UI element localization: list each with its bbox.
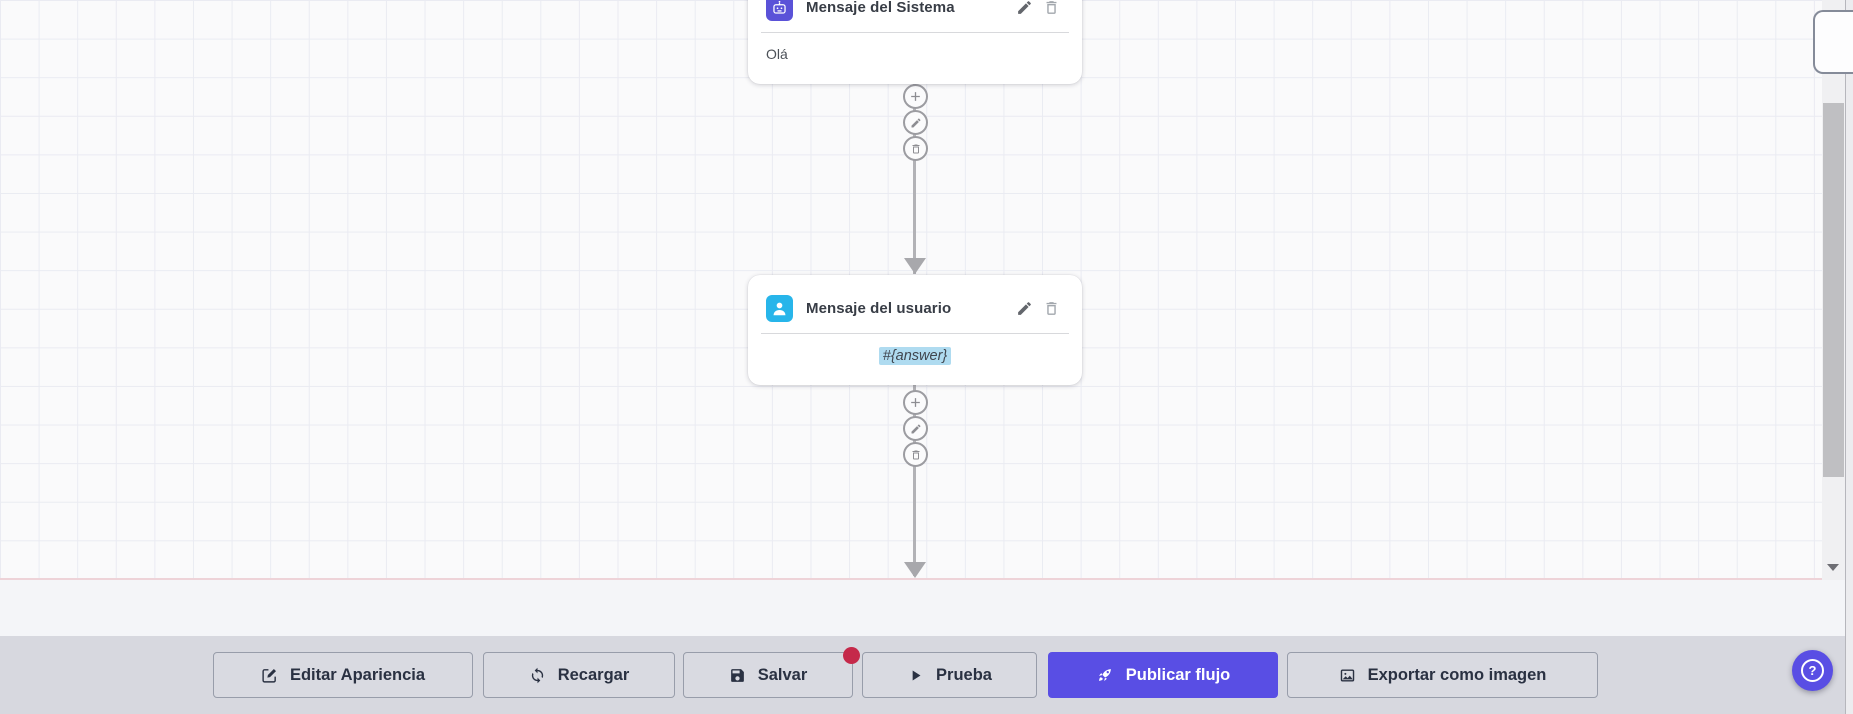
plus-icon [911,398,920,407]
connector-arrowhead [904,562,926,578]
delete-node-icon[interactable] [1043,300,1060,317]
connector-line [913,82,916,274]
delete-node-icon[interactable] [1043,0,1060,16]
connector-arrowhead [904,258,926,274]
button-label: Recargar [557,665,630,684]
button-label: Exportar como imagen [1367,665,1547,684]
pencil-icon [911,117,921,127]
connector-edit-button[interactable] [903,416,928,441]
edit-node-icon[interactable] [1016,0,1033,16]
user-icon [766,294,793,322]
node-card-system-message[interactable]: Mensaje del Sistema Olá [748,0,1082,84]
connector-line [913,385,916,576]
divider [761,32,1069,33]
pencil-icon [911,423,921,433]
node-card-header: Mensaje del Sistema [748,0,1082,21]
connector-edit-button[interactable] [903,110,928,135]
publish-flow-button[interactable]: Publicar flujo [1048,652,1278,698]
trash-icon [912,144,919,153]
button-label: Salvar [757,665,808,684]
export-image-button[interactable]: Exportar como imagen [1287,652,1598,698]
save-icon [730,668,744,682]
edit-square-icon [262,668,276,683]
canvas-controls-panel[interactable] [1813,10,1853,74]
node-content: Olá [766,46,788,62]
robot-icon [766,0,793,21]
save-button[interactable]: Salvar [683,647,860,698]
plus-icon [911,92,920,101]
reload-button[interactable]: Recargar [483,652,675,698]
flow-canvas[interactable]: Mensaje del Sistema Olá [0,0,1853,580]
bottom-toolbar: Editar Apariencia Recargar Salvar Prueba [0,636,1853,714]
connector-delete-button[interactable] [903,136,928,161]
help-label: ? [1808,663,1817,678]
edit-appearance-button[interactable]: Editar Apariencia [213,652,473,698]
connector-add-button[interactable] [903,84,928,109]
node-title: Mensaje del Sistema [806,0,955,16]
canvas-scrollbar[interactable] [1822,0,1845,580]
edit-node-icon[interactable] [1016,300,1033,317]
divider [761,333,1069,334]
button-label: Publicar flujo [1125,665,1231,684]
button-label: Prueba [936,665,992,684]
unsaved-changes-badge [843,647,860,664]
image-icon [1340,668,1354,682]
browser-scrollbar[interactable] [1845,0,1853,714]
scrollbar-thumb[interactable] [1823,103,1844,477]
help-button[interactable]: ? [1792,650,1833,691]
refresh-icon [531,667,543,683]
question-mark-icon: ? [1801,659,1824,682]
test-button[interactable]: Prueba [862,652,1037,698]
connector-add-button[interactable] [903,390,928,415]
play-icon [912,670,921,680]
node-card-user-message[interactable]: Mensaje del usuario #{answer} [748,275,1082,385]
rocket-icon [1098,669,1111,681]
trash-icon [912,450,919,459]
node-card-header: Mensaje del usuario [748,275,1082,322]
canvas-footer-band [0,580,1853,636]
connector-delete-button[interactable] [903,442,928,467]
button-label: Editar Apariencia [289,665,426,684]
answer-variable[interactable]: #{answer} [878,347,952,365]
node-title: Mensaje del usuario [806,299,952,317]
scrollbar-down-arrow-icon[interactable] [1827,564,1839,571]
